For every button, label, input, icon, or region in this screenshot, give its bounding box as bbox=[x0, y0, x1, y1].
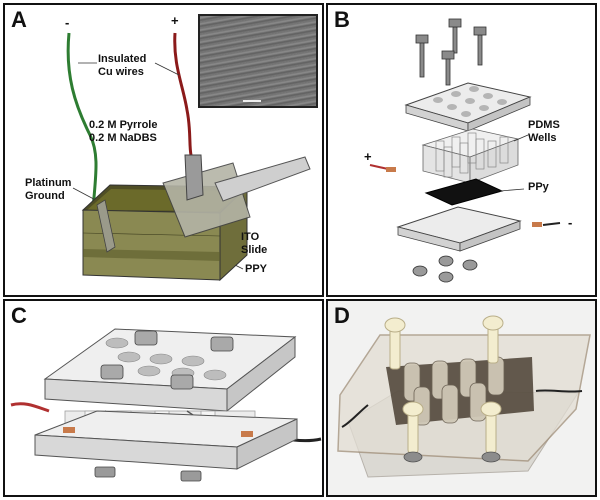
exploded-assembly-drawing bbox=[369, 18, 561, 283]
top-screws bbox=[415, 18, 487, 86]
plus-terminal-label: + bbox=[171, 13, 179, 28]
panel-c: C bbox=[3, 299, 324, 497]
plus-label-b: + bbox=[364, 149, 372, 164]
ppy-film-label: PPy bbox=[528, 181, 549, 193]
panel-c-label: C bbox=[11, 303, 27, 328]
pyrrole-solution-label: 0.2 M Pyrrole 0.2 M NaDBS bbox=[89, 119, 158, 144]
nuts bbox=[412, 255, 478, 283]
red-wire bbox=[173, 32, 193, 156]
pdms-wells-label: PDMS Wells bbox=[528, 119, 560, 144]
panel-d-label: D bbox=[334, 303, 350, 328]
panel-a: A - + Insulated Cu wires bbox=[3, 3, 324, 297]
device-photograph bbox=[328, 301, 595, 495]
bottom-plate bbox=[396, 206, 522, 252]
right-wire-b bbox=[542, 222, 561, 226]
panel-d: D bbox=[326, 299, 597, 497]
ito-slide-label: ITO Slide bbox=[241, 231, 268, 256]
minus-label-b: - bbox=[568, 215, 573, 230]
slide-handle bbox=[214, 156, 311, 202]
sem-micrograph-inset bbox=[198, 14, 318, 108]
ppy-label: PPY bbox=[245, 263, 268, 275]
green-wire bbox=[66, 32, 98, 211]
platinum-ground-plate bbox=[96, 199, 116, 253]
pdms-wells-block bbox=[421, 128, 520, 184]
platinum-ground-label: Platinum Ground bbox=[25, 177, 72, 202]
assembled-device-render bbox=[10, 328, 322, 482]
scale-bar bbox=[243, 100, 261, 102]
insulated-cu-wires-label: Insulated Cu wires bbox=[98, 53, 147, 78]
ppy-film bbox=[424, 178, 504, 206]
minus-terminal-label: - bbox=[65, 15, 70, 30]
left-wire-b bbox=[369, 164, 389, 170]
panel-b-label: B bbox=[334, 7, 350, 32]
electrodeposition-setup-drawing bbox=[66, 32, 311, 282]
panel-a-label: A bbox=[11, 7, 27, 32]
electrode-clip bbox=[184, 154, 204, 201]
top-plate bbox=[404, 82, 532, 132]
panel-b: B bbox=[326, 3, 597, 297]
